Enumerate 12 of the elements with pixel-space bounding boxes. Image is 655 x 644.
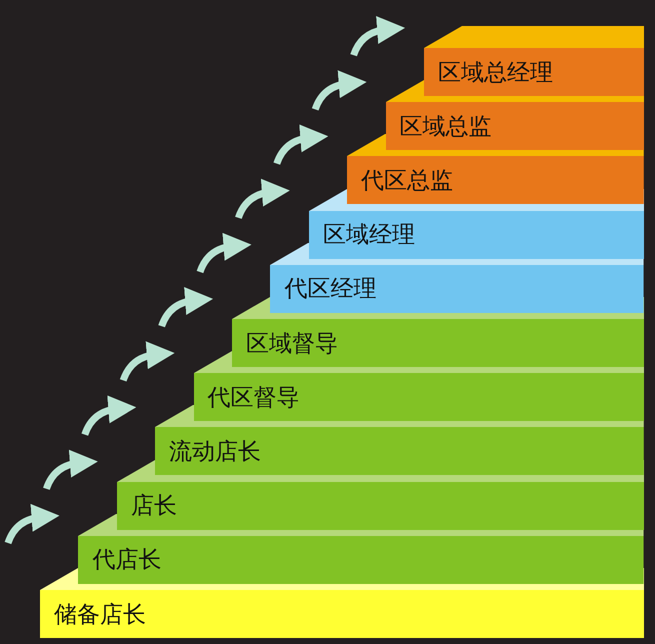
step-label: 代区总监 <box>361 166 454 196</box>
step-label: 流动店长 <box>169 438 262 467</box>
step-label: 区域总监 <box>400 112 492 142</box>
step-label: 代店长 <box>92 546 162 576</box>
stair-step <box>424 26 644 96</box>
step-label: 代区督导 <box>208 384 300 413</box>
step-label: 储备店长 <box>54 600 146 630</box>
step-label: 区域督导 <box>246 330 338 358</box>
step-label: 区域经理 <box>322 221 415 250</box>
step-label: 代区经理 <box>284 275 376 304</box>
step-label: 店长 <box>130 492 177 522</box>
step-label: 区域总经理 <box>438 58 553 88</box>
